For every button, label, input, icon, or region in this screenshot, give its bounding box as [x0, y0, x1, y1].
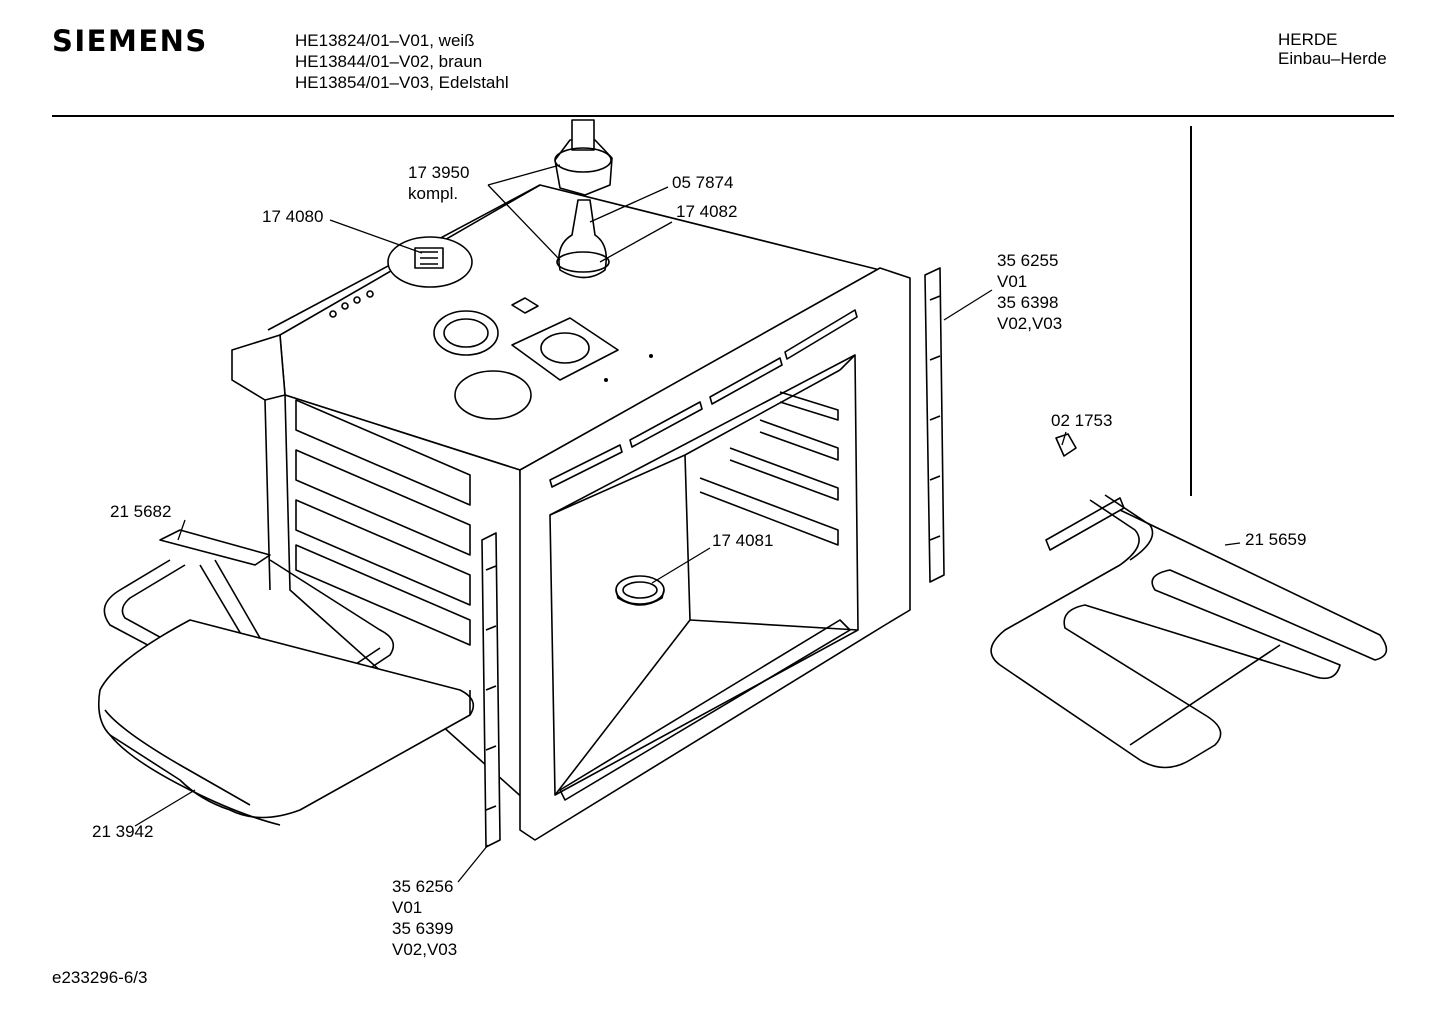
- label-356255-line-2: V01: [997, 272, 1027, 291]
- leader-lines: [134, 164, 1241, 883]
- label-213942: 21 3942: [92, 822, 153, 841]
- top-heater-element-part: [990, 494, 1388, 769]
- category-block: HERDE Einbau–Herde: [1278, 30, 1387, 68]
- vertical-divider: [1190, 126, 1192, 496]
- label-057874: 05 7874: [672, 173, 733, 192]
- label-173950-line-1: 17 3950: [408, 163, 469, 182]
- label-174082-line-1: 17 4082: [676, 202, 737, 221]
- label-215682-line-1: 21 5682: [110, 502, 171, 521]
- drawing-code: e233296-6/3: [52, 968, 148, 987]
- category-line-2: Einbau–Herde: [1278, 49, 1387, 68]
- label-173950-line-2: kompl.: [408, 184, 458, 203]
- label-356256-line-4: V02,V03: [392, 940, 457, 959]
- label-215682: 21 5682: [110, 502, 171, 521]
- label-021753: 02 1753: [1051, 411, 1112, 430]
- baking-tray-part: [97, 619, 475, 826]
- label-356256-line-3: 35 6399: [392, 919, 453, 938]
- clip-part: [1055, 433, 1077, 457]
- label-356256-line-2: V01: [392, 898, 422, 917]
- left-trim-strip-part: [481, 532, 501, 848]
- label-215659-line-1: 21 5659: [1245, 530, 1306, 549]
- label-174082: 17 4082: [676, 202, 737, 221]
- model-line-2: HE13844/01–V02, braun: [295, 52, 483, 71]
- header-divider: [52, 115, 1394, 117]
- label-356255-line-4: V02,V03: [997, 314, 1062, 333]
- mounting-plate-part: [387, 236, 473, 288]
- label-356255: 35 6255 V01 35 6398 V02,V03: [997, 251, 1062, 333]
- label-174081: 17 4081: [712, 531, 773, 550]
- label-356255-line-1: 35 6255: [997, 251, 1058, 270]
- model-line-1: HE13824/01–V01, weiß: [295, 31, 475, 50]
- model-line-3: HE13854/01–V03, Edelstahl: [295, 73, 509, 92]
- label-174080-line-1: 17 4080: [262, 207, 323, 226]
- category-line-1: HERDE: [1278, 30, 1338, 49]
- right-trim-strip-part: [924, 267, 945, 583]
- label-215659: 21 5659: [1245, 530, 1306, 549]
- label-174081-line-1: 17 4081: [712, 531, 773, 550]
- label-021753-line-1: 02 1753: [1051, 411, 1112, 430]
- label-356256-line-1: 35 6256: [392, 877, 453, 896]
- thermostat-part: [554, 119, 613, 279]
- label-173950: 17 3950 kompl.: [408, 163, 469, 203]
- label-356255-line-3: 35 6398: [997, 293, 1058, 312]
- brand-logo: SIEMENS: [52, 24, 208, 58]
- label-213942-line-1: 21 3942: [92, 822, 153, 841]
- label-174080: 17 4080: [262, 207, 323, 226]
- label-057874-line-1: 05 7874: [672, 173, 733, 192]
- model-list: HE13824/01–V01, weiß HE13844/01–V02, bra…: [295, 30, 509, 93]
- label-356256: 35 6256 V01 35 6399 V02,V03: [392, 877, 457, 959]
